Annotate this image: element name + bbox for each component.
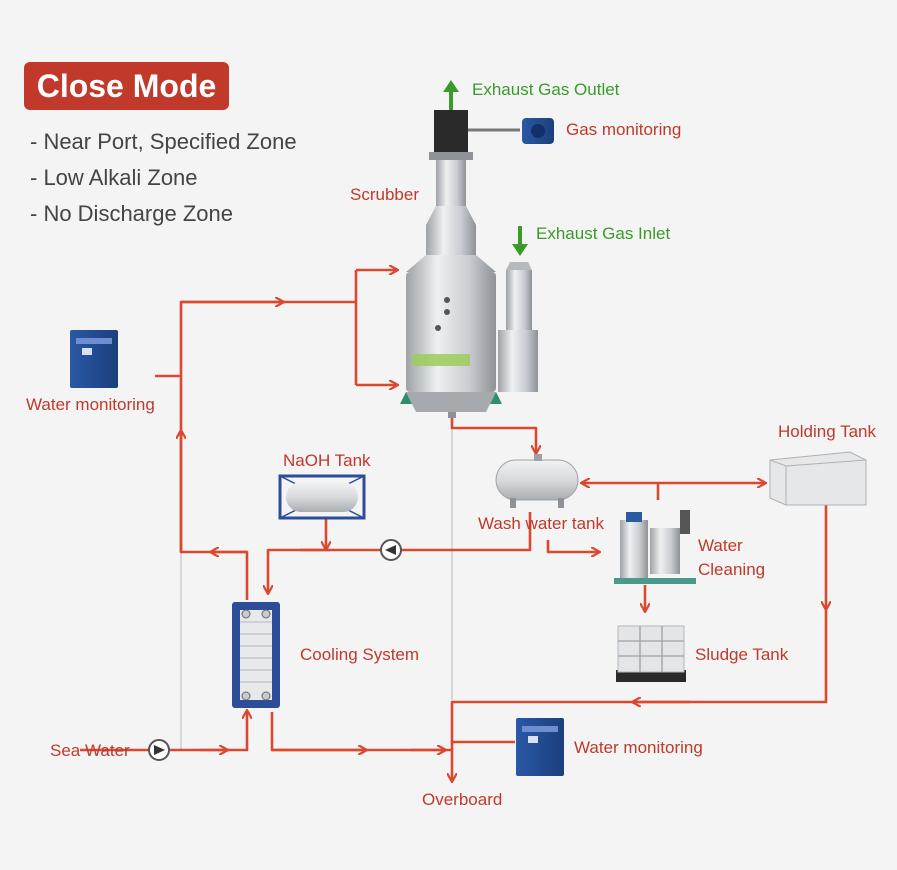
- scrubber-label: Scrubber: [350, 185, 419, 204]
- mode-conditions-list: - Near Port, Specified Zone - Low Alkali…: [30, 127, 297, 235]
- exhaust-inlet-arrow-icon: [512, 226, 528, 256]
- naoh-tank-label: NaOH Tank: [283, 451, 371, 470]
- exhaust-outlet-arrow-icon: [443, 80, 459, 110]
- water-monitoring-right-label: Water monitoring: [574, 738, 703, 757]
- gas-monitoring-label: Gas monitoring: [566, 120, 682, 139]
- condition-item: - No Discharge Zone: [30, 201, 233, 226]
- flow-lines: [80, 270, 826, 780]
- grey-pipes: [180, 418, 453, 750]
- water-cleaning-unit-icon: [614, 510, 696, 584]
- wash-water-tank-icon: [495, 454, 579, 508]
- scrubber-tower-icon: [400, 110, 538, 418]
- holding-tank-icon: [769, 451, 867, 506]
- sea-water-label: Sea Water: [50, 741, 130, 760]
- sludge-tank-icon: [616, 625, 686, 682]
- gas-monitoring-device-icon: [468, 118, 554, 144]
- water-cleaning-label-line2: Cleaning: [698, 560, 766, 579]
- water-monitoring-left-label: Water monitoring: [26, 395, 155, 414]
- mode-title-badge: Close Mode: [24, 62, 229, 110]
- holding-tank-label: Holding Tank: [778, 422, 876, 441]
- sea-water-pump-icon: [148, 739, 170, 761]
- exhaust-gas-outlet-label: Exhaust Gas Outlet: [472, 80, 620, 99]
- water-cleaning-label-line1: Water: [698, 536, 743, 555]
- cooling-system-heat-exchanger-icon: [232, 602, 280, 708]
- cooling-system-label: Cooling System: [300, 645, 420, 664]
- condition-item: - Low Alkali Zone: [30, 165, 198, 190]
- circulation-pump-icon: [380, 539, 402, 561]
- overboard-label: Overboard: [422, 790, 503, 809]
- sludge-tank-label: Sludge Tank: [695, 645, 789, 664]
- water-monitoring-cabinet-left-icon: [70, 330, 118, 388]
- wash-water-tank-label: Wash water tank: [478, 514, 604, 533]
- naoh-tank-icon: [278, 474, 366, 520]
- water-monitoring-cabinet-right-icon: [516, 718, 564, 776]
- exhaust-gas-inlet-label: Exhaust Gas Inlet: [536, 224, 671, 243]
- condition-item: - Near Port, Specified Zone: [30, 129, 297, 154]
